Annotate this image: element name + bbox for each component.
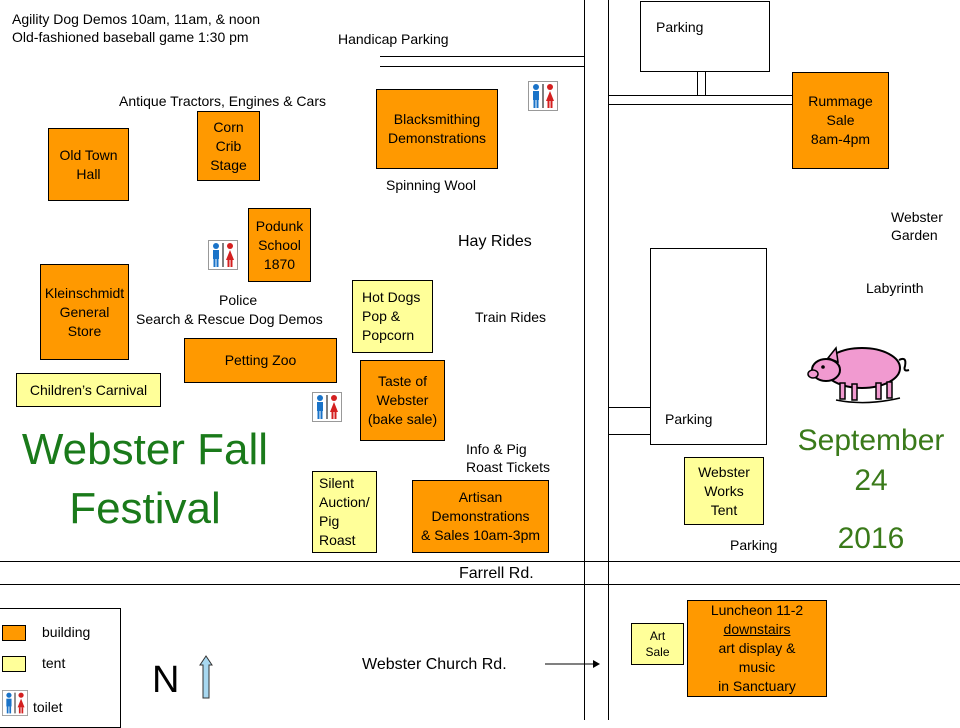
church-road-label: Webster Church Rd. [362,656,507,673]
petting-zoo: Petting Zoo [184,338,337,383]
schedule-line-2: Old-fashioned baseball game 1:30 pm [12,29,249,45]
spinning-wool-label: Spinning Wool [386,177,477,193]
handicap-drive-bottom [380,66,585,67]
farrell-road-bottom-edge [0,584,960,585]
luncheon-line-1: Luncheon 11-2 [710,602,804,618]
podunk-school: Podunk School 1870 [248,208,311,282]
parking-lot-middle [650,248,767,445]
train-rides-label: Train Rides [475,309,547,325]
legend-building-swatch [2,625,26,641]
taste-of-webster: Taste of Webster (bake sale) [360,360,445,441]
info-tickets-label: Info & Pig Roast Tickets [466,441,551,475]
old-town-hall: Old Town Hall [48,128,129,201]
kleinschmidt-store: Kleinschmidt General Store [40,264,129,360]
legend-tent-label: tent [42,655,66,671]
festival-title-line-1: Webster Fall [21,425,269,474]
farrell-road-label: Farrell Rd. [459,565,534,582]
silent-auction-tent: Silent Auction/ Pig Roast [312,471,377,553]
parking-drive-top [608,407,650,408]
church-road-arrow [545,660,600,668]
parking-label-top: Parking [656,19,704,35]
blacksmithing: Blacksmithing Demonstrations [376,89,498,169]
rummage-drive-bottom [608,104,793,105]
festival-title: Webster Fall Festival [5,422,285,537]
handicap-drive-top [380,56,585,57]
festival-title-line-2: Festival [69,484,221,533]
vertical-road-left [584,0,585,720]
parking-label-bottom: Parking [730,537,778,553]
parking-connector-right [705,72,706,96]
legend-tent-swatch [2,656,26,672]
vertical-road-right [608,0,609,720]
labyrinth-label: Labyrinth [866,280,924,296]
parking-connector-left [697,72,698,96]
date-year: 2016 [837,522,905,555]
toilet-icon [528,81,558,111]
date-month: September [797,424,945,457]
antique-label: Antique Tractors, Engines & Cars [119,93,326,109]
hay-rides-label: Hay Rides [458,233,532,250]
webster-garden-label: Webster Garden [891,209,943,243]
rummage-sale: Rummage Sale 8am-4pm [792,72,889,169]
schedule-line-1: Agility Dog Demos 10am, 11am, & noon [12,11,260,27]
artisan-demonstrations: Artisan Demonstrations & Sales 10am-3pm [412,480,549,553]
parking-label-middle: Parking [665,411,713,427]
luncheon-line-3: art display & music in Sanctuary [718,640,796,694]
handicap-parking-label: Handicap Parking [338,31,449,47]
pig-icon [807,346,910,404]
police-label: Police [219,292,258,308]
festival-date: September 24 2016 [786,422,956,558]
art-sale-tent: Art Sale [631,623,684,665]
corn-crib-stage: Corn Crib Stage [197,111,260,181]
north-arrow-icon [199,655,213,699]
north-label: N [152,659,180,701]
toilet-icon [208,240,238,270]
date-day: 24 [854,464,888,497]
legend-building-label: building [42,624,91,640]
childrens-carnival-tent: Children’s Carnival [16,373,161,407]
search-rescue-label: Search & Rescue Dog Demos [136,311,323,327]
rummage-drive-top [608,95,793,96]
parking-drive-bottom [608,434,650,435]
luncheon-line-2: downstairs [723,621,791,637]
luncheon-building: Luncheon 11-2 downstairs art display & m… [687,600,827,697]
webster-works-tent: Webster Works Tent [684,457,764,525]
farrell-road-top-edge [0,561,960,562]
parking-lot-top [640,1,770,72]
toilet-icon [312,392,342,422]
legend-toilet-icon [2,690,28,716]
legend-toilet-label: toilet [33,699,63,715]
hot-dogs-tent: Hot Dogs Pop & Popcorn [352,280,433,353]
